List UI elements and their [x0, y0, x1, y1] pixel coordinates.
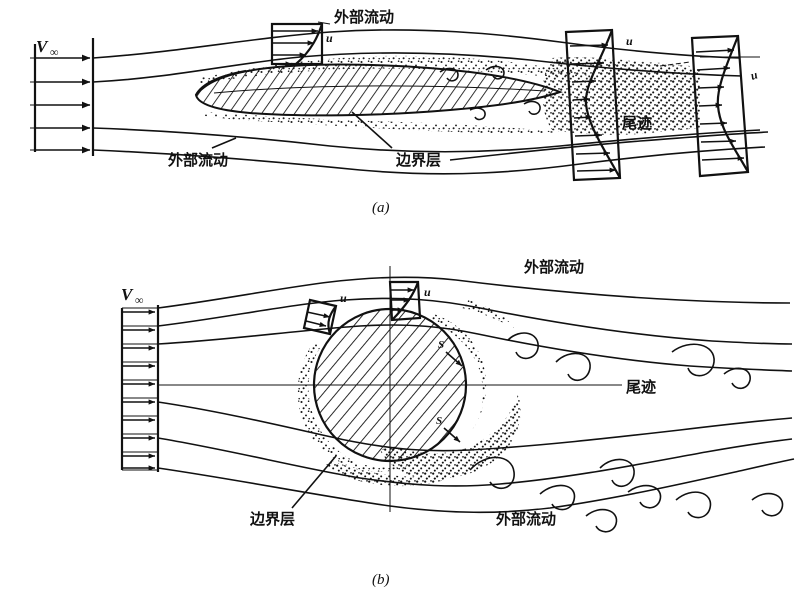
panel-a-vinf-symbol: V: [36, 37, 49, 56]
panel-b: V ∞: [120, 258, 795, 588]
panel-b-inlet-profile: [120, 305, 160, 472]
panel-b-leaders: [291, 384, 618, 509]
panel-a-u-label-wake-near: u: [626, 34, 633, 48]
panel-a-external-flow-bottom-label: 外部流动: [167, 151, 228, 169]
panel-b-profile-top: u: [388, 280, 431, 322]
panel-b-cylinder-body: [300, 266, 480, 512]
panel-a-vinf-subscript: ∞: [50, 45, 59, 59]
panel-b-wake-vortices: [469, 332, 784, 533]
panel-b-caption: (b): [372, 572, 390, 588]
panel-b-freestream-label: V ∞: [121, 285, 144, 307]
panel-a-profile-upper-surface: u: [270, 22, 333, 67]
panel-a-freestream-label: V ∞: [36, 37, 59, 59]
panel-b-external-flow-bottom-label: 外部流动: [495, 510, 556, 528]
panel-a-wake-label: 尾迹: [622, 114, 652, 132]
panel-a-boundary-layer-label: 边界层: [395, 151, 441, 169]
panel-b-separation-label-lower: S: [436, 415, 442, 427]
panel-b-boundary-layer-label: 边界层: [249, 510, 295, 528]
panel-b-profile-left: u: [302, 291, 347, 336]
panel-a-leaders: [211, 21, 393, 149]
panel-b-external-flow-top-label: 外部流动: [523, 258, 584, 276]
panel-a-profile-wake-far: u: [659, 34, 760, 178]
panel-a-u-label-upper: u: [326, 31, 333, 45]
panel-a-profile-wake-near: u: [548, 28, 633, 182]
panel-a-external-flow-top-label: 外部流动: [333, 8, 394, 26]
panel-a-streamlines-lower: [92, 127, 769, 175]
panel-b-vinf-symbol: V: [121, 285, 134, 304]
panel-b-u-label-top: u: [424, 285, 431, 299]
panel-b-wake-label: 尾迹: [626, 378, 656, 396]
panel-b-separation-label-upper: S: [438, 339, 444, 351]
panel-b-u-label-left: u: [340, 291, 347, 305]
panel-a-u-label-wake-far: u: [749, 67, 760, 82]
panel-a: V ∞: [30, 8, 769, 216]
panel-b-streamlines: [157, 276, 795, 514]
panel-b-separation-markers: S S: [436, 339, 463, 443]
panel-b-vinf-subscript: ∞: [135, 293, 144, 307]
panel-a-airfoil-body: [194, 63, 563, 117]
panel-a-caption: (a): [372, 200, 390, 216]
panel-a-vortices: [439, 65, 541, 121]
